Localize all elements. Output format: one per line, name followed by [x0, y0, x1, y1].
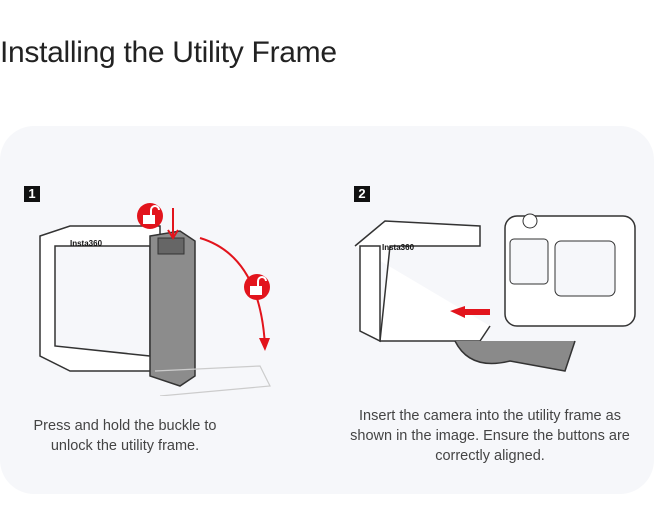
step-2-badge: 2: [354, 186, 370, 202]
frame-logo: Insta360: [382, 243, 415, 252]
rotate-arrow-icon: [199, 237, 266, 347]
caption-line: unlock the utility frame.: [50, 438, 200, 454]
step-1-badge: 1: [24, 186, 40, 202]
frame-logo: Insta360: [70, 239, 103, 248]
instructions-panel: 1 Insta360 Press and hold the buckle to …: [0, 126, 654, 494]
step-2-caption: Insert the camera into the utility frame…: [330, 406, 650, 466]
caption-line: Insert the camera into the utility frame…: [359, 408, 621, 424]
step-2-illustration: Insta360: [354, 213, 636, 372]
caption-line: shown in the image. Ensure the buttons a…: [350, 428, 630, 444]
caption-line: correctly aligned.: [435, 448, 545, 464]
caption-line: Press and hold the buckle to: [33, 418, 217, 434]
unlock-icon: [137, 203, 163, 229]
step-1-illustration: Insta360: [39, 203, 271, 396]
arrow-left-icon: [450, 306, 490, 318]
step-1-caption: Press and hold the buckle to unlock the …: [10, 416, 240, 456]
unlock-icon: [244, 274, 270, 300]
press-arrow-icon: [167, 208, 179, 240]
page-title: Installing the Utility Frame: [0, 36, 337, 69]
